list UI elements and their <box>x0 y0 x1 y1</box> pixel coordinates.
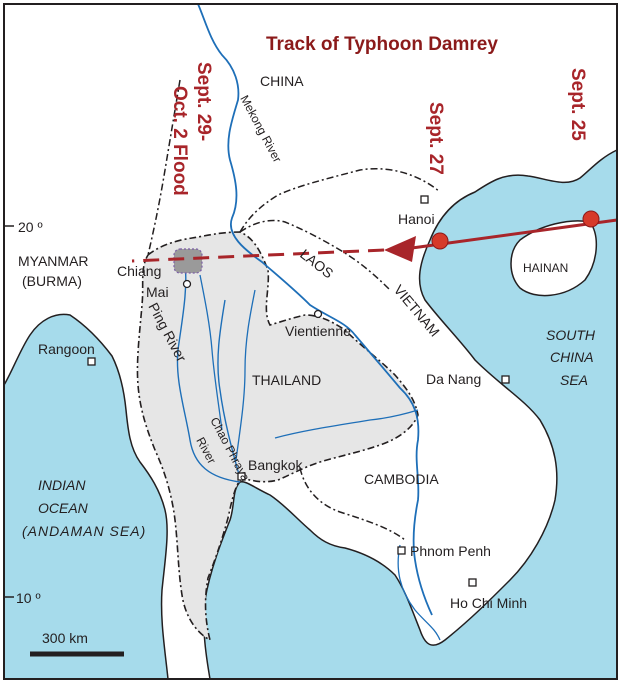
da-nang-marker <box>501 375 510 384</box>
label-indian-2: OCEAN <box>38 500 89 516</box>
label-myanmar: MYANMAR <box>18 253 89 269</box>
laos-border <box>239 219 391 291</box>
cambodia-border <box>299 467 406 541</box>
label-mai: Mai <box>146 284 169 300</box>
label-vientienne: Vientienne <box>285 323 351 339</box>
ho-chi-minh-marker <box>468 578 477 587</box>
label-south-china-2: CHINA <box>550 349 594 365</box>
chiang-mai-marker <box>182 279 192 289</box>
vientienne-marker <box>313 309 323 319</box>
storm-point-sept25 <box>582 210 600 228</box>
label-rangoon: Rangoon <box>38 341 95 357</box>
label-hainan: HAINAN <box>523 261 568 275</box>
label-lat10: 10 º <box>16 590 41 606</box>
label-hanoi: Hanoi <box>398 211 435 227</box>
storm-track-arrowhead <box>384 236 416 262</box>
tributary-river-2 <box>235 289 256 461</box>
label-south-china-3: SEA <box>560 372 588 388</box>
scale-label: 300 km <box>42 630 88 646</box>
label-chiang: Chiang <box>117 263 161 279</box>
hainan-island <box>510 220 598 297</box>
label-china: CHINA <box>260 73 304 89</box>
tributary-river-1 <box>199 274 223 431</box>
label-flood-line1: Sept. 29- <box>193 62 214 141</box>
mekong-river <box>197 3 433 616</box>
label-sept27: Sept. 27 <box>425 102 446 175</box>
thailand-region <box>136 231 419 642</box>
map-frame <box>3 3 618 680</box>
lower-mekong-branch <box>397 544 441 641</box>
label-burma: (BURMA) <box>22 273 82 289</box>
hanoi-marker <box>420 195 429 204</box>
china-border <box>239 167 441 233</box>
map-title: Track of Typhoon Damrey <box>266 34 498 55</box>
label-thailand: THAILAND <box>252 372 321 388</box>
ping-river <box>176 261 241 483</box>
myanmar-border <box>147 79 181 256</box>
storm-point-sept27 <box>431 232 449 250</box>
label-phnom-penh: Phnom Penh <box>410 543 491 559</box>
label-flood-line2: Oct. 2 Flood <box>169 86 190 196</box>
label-bangkok: Bangkok <box>248 457 303 473</box>
rangoon-marker <box>87 357 96 366</box>
label-ho-chi-minh: Ho Chi Minh <box>450 595 527 611</box>
storm-track-dashed <box>131 248 385 263</box>
label-south-china-1: SOUTH <box>546 327 596 343</box>
label-lat20: 20 º <box>18 219 43 235</box>
label-sept25: Sept. 25 <box>567 68 588 141</box>
phnom-penh-marker <box>397 546 406 555</box>
bangkok-marker <box>237 472 246 481</box>
label-da-nang: Da Nang <box>426 371 481 387</box>
label-cambodia: CAMBODIA <box>364 471 439 487</box>
label-indian-3: (ANDAMAN SEA) <box>22 523 146 539</box>
flood-area <box>173 248 203 274</box>
chao-phraya-river <box>217 299 241 479</box>
label-indian-1: INDIAN <box>38 477 86 493</box>
mun-river <box>274 409 419 439</box>
